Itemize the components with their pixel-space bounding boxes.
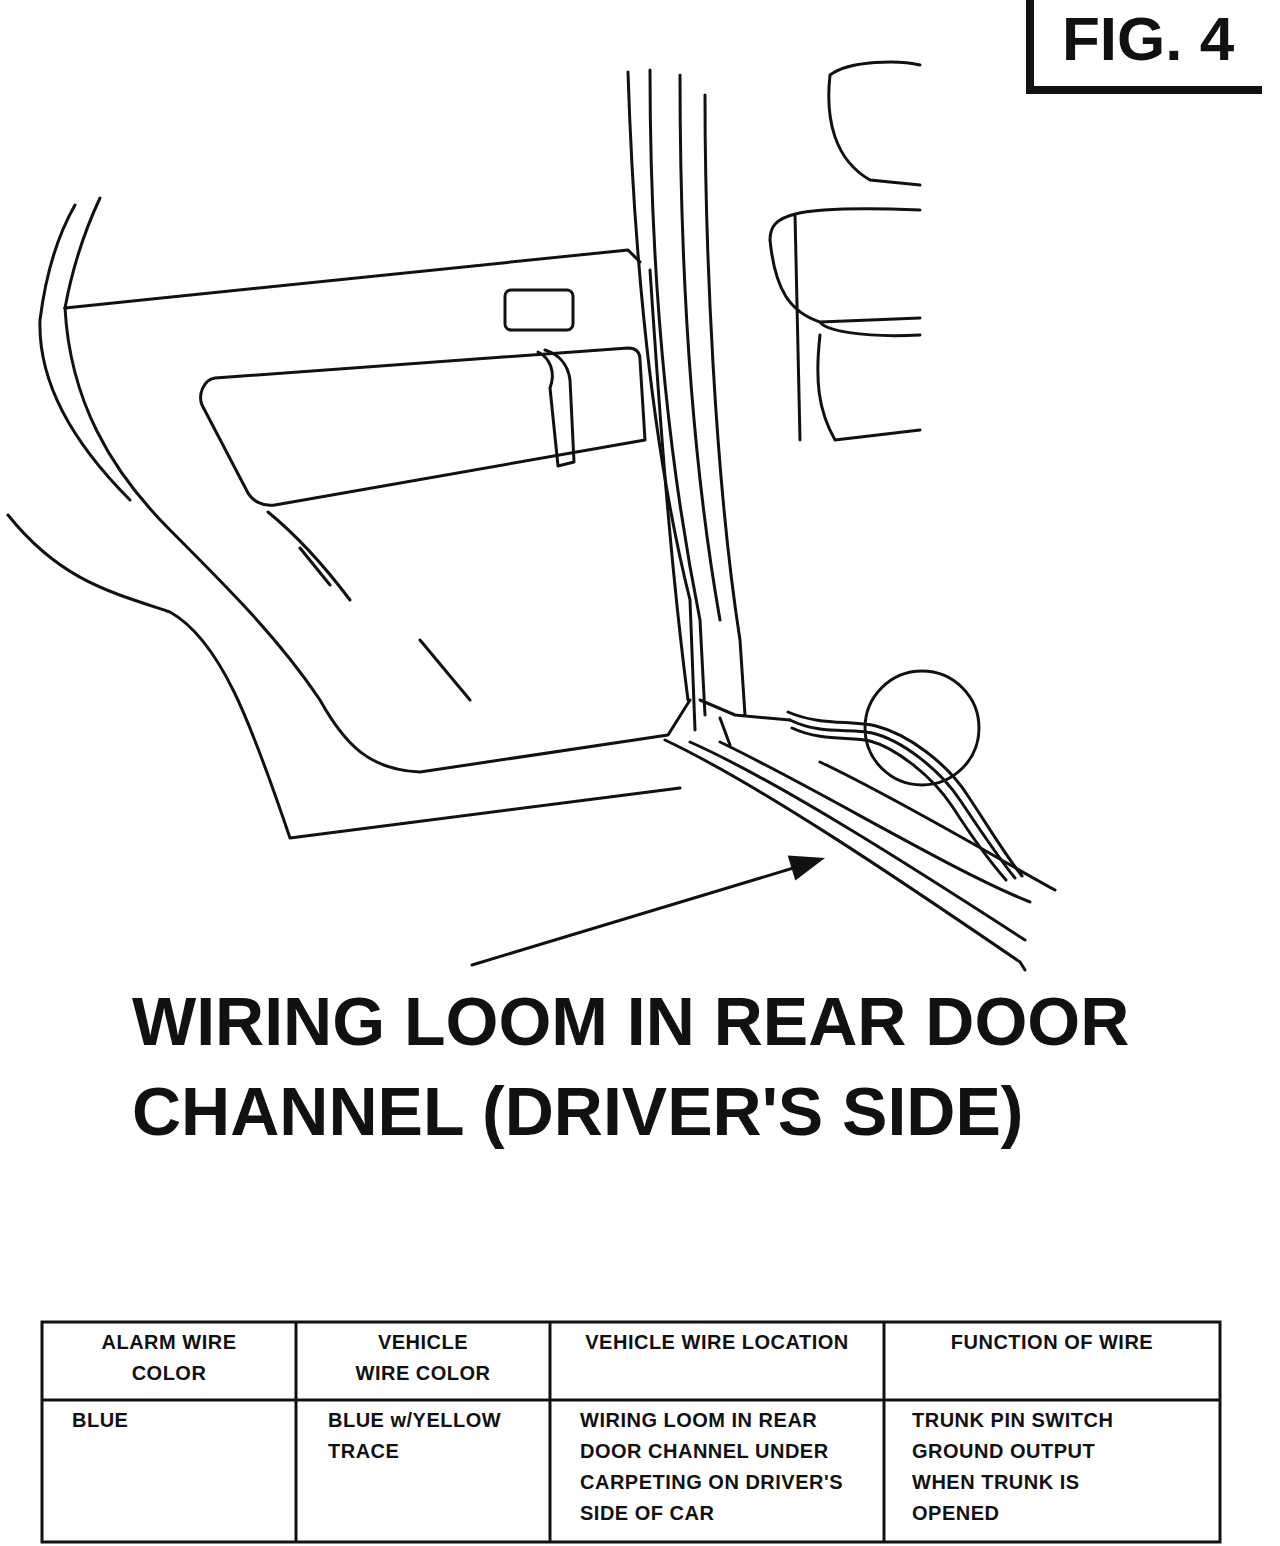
table-header: ALARM WIRE COLOR bbox=[101, 1327, 237, 1389]
front-seat bbox=[770, 62, 920, 440]
figure-number: FIG. 4 bbox=[1062, 8, 1234, 70]
table-cell: BLUE w/YELLOW TRACE bbox=[328, 1405, 528, 1467]
table-header: VEHICLE WIRE COLOR bbox=[355, 1327, 491, 1389]
figure-tab-border bbox=[1030, 0, 1262, 90]
table-header: VEHICLE WIRE LOCATION bbox=[552, 1327, 882, 1358]
wire-table-grid bbox=[42, 1322, 1220, 1542]
table-header: FUNCTION OF WIRE bbox=[886, 1327, 1218, 1358]
table-border bbox=[42, 1322, 1220, 1542]
wheel-arch bbox=[8, 515, 680, 838]
highlight-circle bbox=[865, 671, 979, 785]
figure-tab bbox=[1030, 0, 1262, 90]
wiring-loom bbox=[788, 712, 1022, 880]
table-cell: BLUE bbox=[72, 1405, 272, 1436]
armrest-panel bbox=[201, 348, 645, 505]
car-interior-drawing bbox=[8, 62, 1055, 970]
door-window-frame bbox=[40, 198, 130, 500]
pointer-arrow-shaft bbox=[472, 866, 800, 965]
door-sill bbox=[665, 718, 1055, 970]
door-top-trim bbox=[65, 250, 640, 308]
lock-button bbox=[505, 290, 573, 330]
b-pillar bbox=[628, 70, 790, 730]
door-inner-lines bbox=[268, 270, 688, 700]
pointer-arrowhead bbox=[788, 856, 825, 881]
table-rules bbox=[42, 1322, 1220, 1542]
figure-caption: WIRING LOOM IN REAR DOOR CHANNEL (DRIVER… bbox=[132, 976, 1172, 1156]
door-pull bbox=[538, 350, 574, 466]
table-cell: TRUNK PIN SWITCH GROUND OUTPUT WHEN TRUN… bbox=[912, 1405, 1147, 1529]
table-cell: WIRING LOOM IN REAR DOOR CHANNEL UNDER C… bbox=[580, 1405, 854, 1529]
door-outline bbox=[65, 308, 690, 772]
